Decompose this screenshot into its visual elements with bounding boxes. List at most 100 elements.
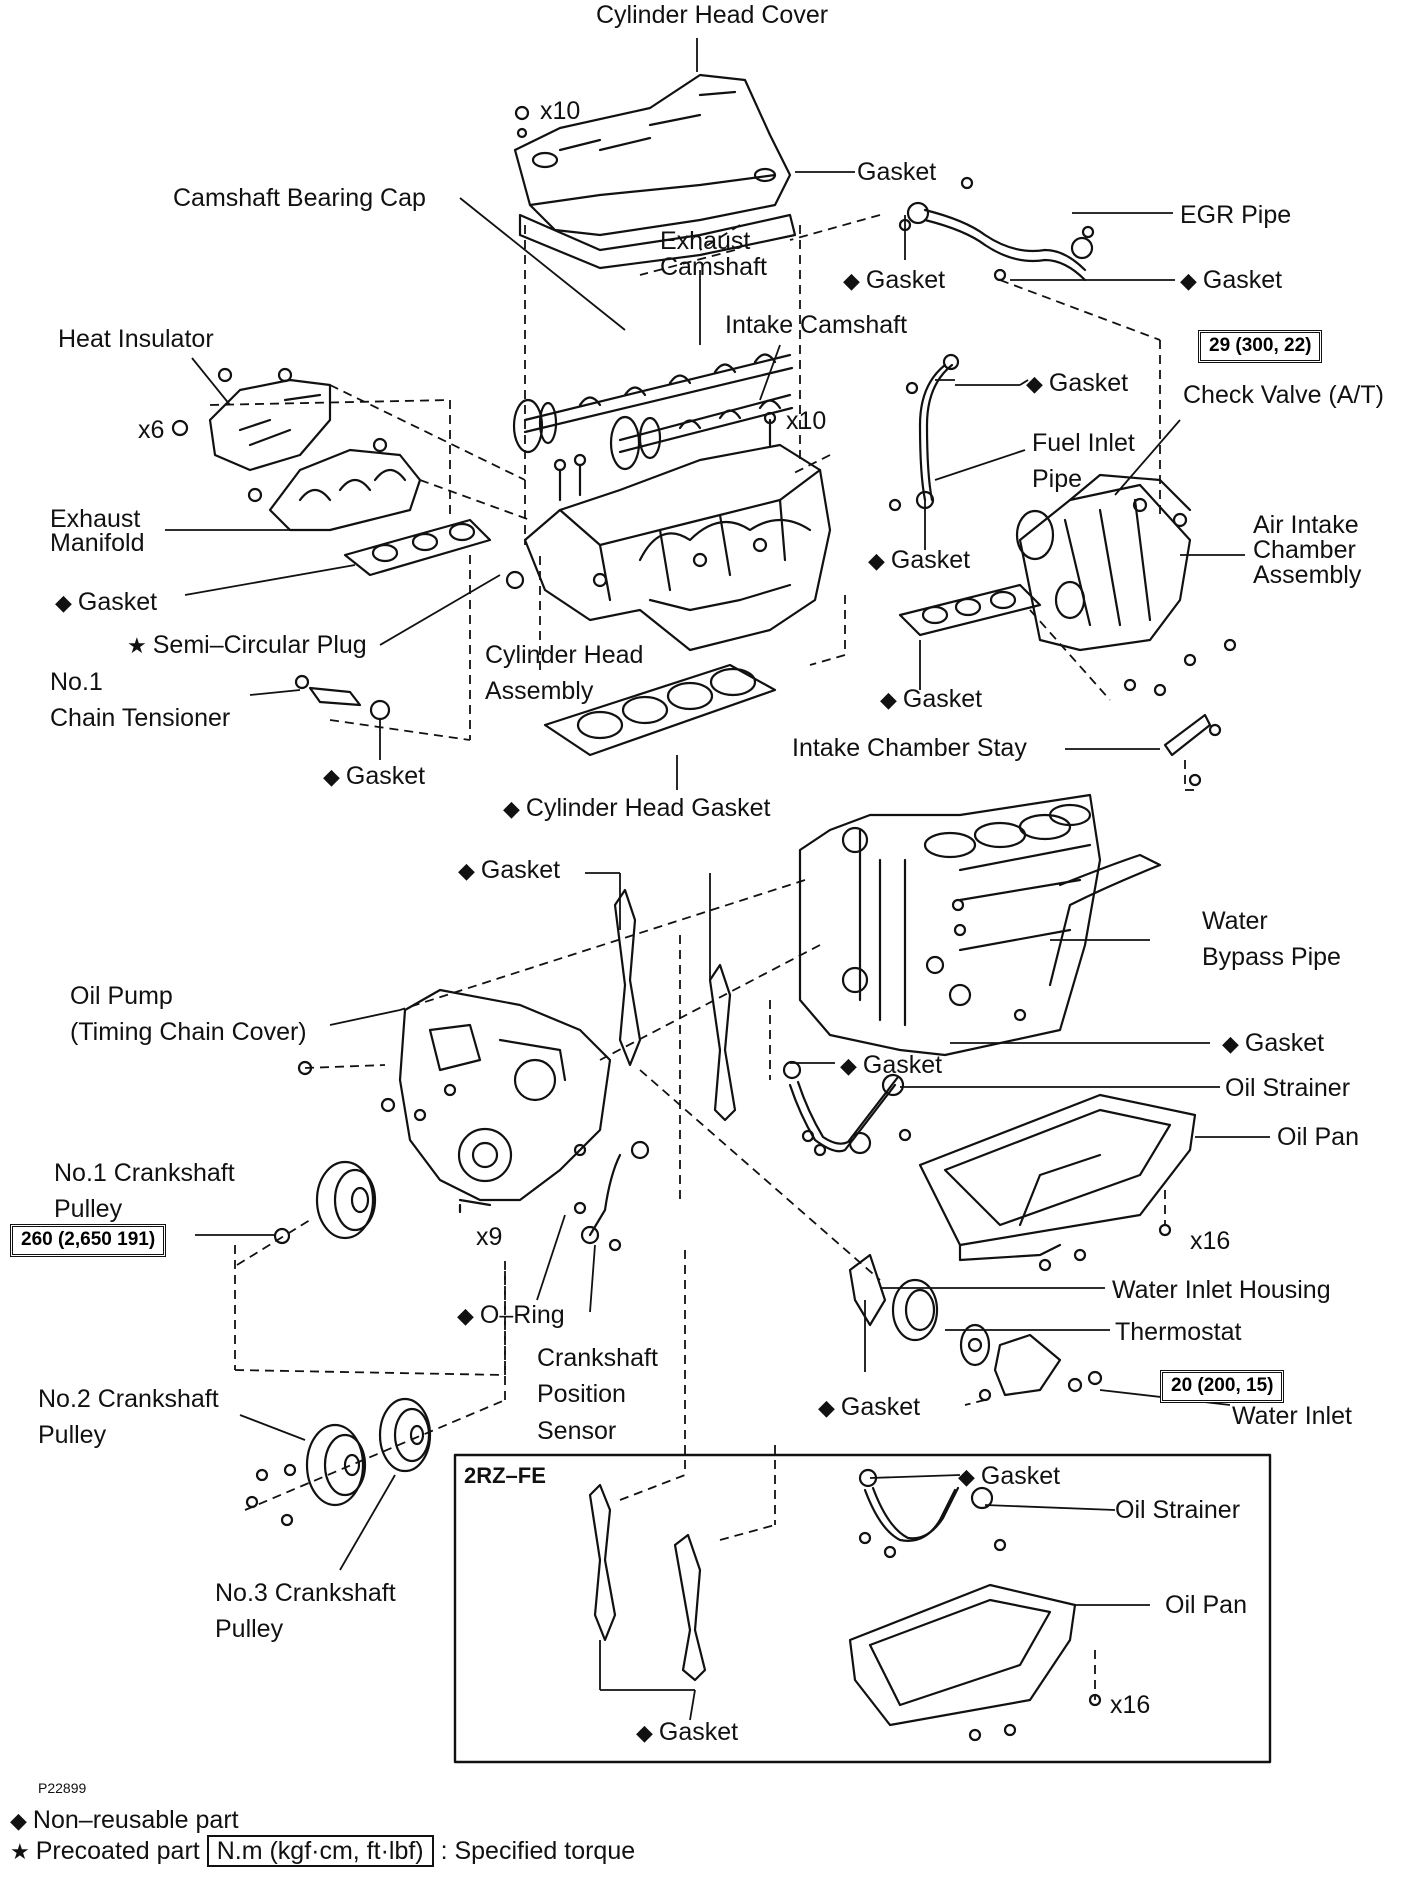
non-reusable-symbol: ◆ [818,1395,835,1420]
exhaust-manifold-label: Exhaust Manifold [50,505,145,557]
gasket-manifold-label: ◆Gasket [55,587,157,617]
oil-strainer-label: Oil Strainer [1225,1074,1351,1102]
gasket-block-label: ◆Gasket [1222,1028,1324,1058]
gasket-strainer-text: Gasket [862,1051,943,1079]
gasket-egr-left-label: ◆Gasket [843,265,945,295]
gasket-water-text: Gasket [840,1393,921,1421]
cylinder-head-gasket-label: ◆Cylinder Head Gasket [503,793,770,823]
x10-top-label: x10 [540,97,581,125]
non-reusable-symbol: ◆ [323,764,340,789]
water-bypass-pipe-label: Water Bypass Pipe [1202,907,1341,972]
no1-crankshaft-pulley-label: No.1 Crankshaft Pulley [54,1159,235,1224]
legend-precoated: ★Precoated part N.m (kgf·cm, ft·lbf) : S… [10,1835,636,1867]
gasket-2rz-strainer-label: ◆Gasket [958,1461,1060,1491]
cylinder-head-assembly-label: Cylinder Head Assembly [485,641,644,706]
variant-2rz-fe-title: 2RZ–FE [464,1463,546,1488]
gasket-intake-text: Gasket [902,685,983,713]
legend-torque-unit-box: N.m (kgf·cm, ft·lbf) [206,1835,434,1867]
fuel-inlet-pipe-label: Fuel Inlet Pipe [1032,429,1135,494]
oil-pan-drawing [918,1093,1197,1272]
no2-crankshaft-pulley-label: No.2 Crankshaft Pulley [38,1385,219,1450]
torque-egr-box: 29 (300, 22) [1198,330,1323,363]
camshafts-drawing [512,353,794,471]
non-reusable-symbol: ◆ [1222,1031,1239,1056]
gasket-timing-label: ◆Gasket [458,855,560,885]
oil-pump-drawing [297,988,612,1214]
intake-camshaft-label: Intake Camshaft [725,311,908,339]
cylinder-head-drawing [523,411,832,652]
legend-non-reusable-text: Non–reusable part [32,1806,239,1834]
x16-label: x16 [1190,1227,1231,1255]
x6-label: x6 [138,416,165,444]
crankshaft-position-sensor-label: Crankshaft Position Sensor [537,1344,658,1445]
non-reusable-symbol: ◆ [1026,371,1043,396]
figure-code: P22899 [38,1780,87,1796]
oil-pump-label: Oil Pump (Timing Chain Cover) [70,982,307,1047]
oil-pan-2rz-label: Oil Pan [1165,1591,1247,1619]
water-inlet-housing-label: Water Inlet Housing [1112,1276,1331,1304]
thermostat-label: Thermostat [1115,1318,1242,1346]
exhaust-camshaft-label: Exhaust Camshaft [660,227,767,282]
gasket-egr-right-label: ◆Gasket [1180,265,1282,295]
oil-pan-label: Oil Pan [1277,1123,1359,1151]
non-reusable-symbol: ◆ [503,796,520,821]
x16-2rz-label: x16 [1110,1691,1151,1719]
gasket-2rz-timing-text: Gasket [658,1718,739,1746]
o-ring-label: ◆O–Ring [457,1300,565,1330]
egr-pipe-label: EGR Pipe [1180,201,1292,229]
x10-head-label: x10 [786,407,827,435]
gasket-water-label: ◆Gasket [818,1392,920,1422]
gasket-2rz-timing-label: ◆Gasket [636,1717,738,1747]
air-intake-chamber-label: Air Intake Chamber Assembly [1253,511,1362,589]
gasket-manifold-text: Gasket [77,588,158,616]
cylinder-head-gasket-drawing [543,663,777,757]
o-ring-text: O–Ring [479,1301,565,1329]
non-reusable-symbol: ◆ [55,590,72,615]
legend-precoated-text: Precoated part [35,1837,200,1865]
gasket-egr-left-text: Gasket [865,266,946,294]
gasket-tensioner-label: ◆Gasket [323,761,425,791]
non-reusable-symbol: ◆ [457,1303,474,1328]
non-reusable-symbol: ◆ [10,1808,27,1833]
gasket-2rz-strainer-text: Gasket [980,1462,1061,1490]
non-reusable-symbol: ◆ [840,1053,857,1078]
gasket-strainer-label: ◆Gasket [840,1050,942,1080]
gasket-tensioner-text: Gasket [345,762,426,790]
precoated-symbol: ★ [127,633,147,658]
gasket-fuel-label: ◆Gasket [1026,368,1128,398]
torque-crank-box: 260 (2,650 191) [10,1224,167,1257]
non-reusable-symbol: ◆ [458,858,475,883]
gasket-cover-label: Gasket [857,158,937,186]
exhaust-manifold-drawing [247,437,422,532]
non-reusable-symbol: ◆ [880,687,897,712]
non-reusable-symbol: ◆ [958,1464,975,1489]
air-intake-chamber-drawing [1015,473,1237,697]
camshaft-bearing-cap-label: Camshaft Bearing Cap [173,184,426,212]
non-reusable-symbol: ◆ [1180,268,1197,293]
no3-crankshaft-pulley-label: No.3 Crankshaft Pulley [215,1579,396,1644]
semi-circular-plug-text: Semi–Circular Plug [152,631,367,659]
cylinder-head-cover-drawing [513,73,797,270]
non-reusable-symbol: ◆ [636,1720,653,1745]
gasket-block-text: Gasket [1244,1029,1325,1057]
water-inlet-label: Water Inlet [1232,1402,1352,1430]
semi-circular-plug-label: ★Semi–Circular Plug [127,630,367,660]
torque-water-inlet-box: 20 (200, 15) [1160,1370,1285,1403]
gasket-fuel-text: Gasket [1048,369,1129,397]
legend-torque-desc: : Specified torque [440,1837,636,1865]
x9-label: x9 [476,1223,503,1251]
gasket-fuel-lower-text: Gasket [890,546,971,574]
no1-chain-tensioner-label: No.1 Chain Tensioner [50,668,231,733]
heat-insulator-label: Heat Insulator [58,325,214,353]
cylinder-block-drawing [798,793,1162,1057]
oil-strainer-2rz-label: Oil Strainer [1115,1496,1241,1524]
cylinder-head-cover-label: Cylinder Head Cover [596,1,829,29]
non-reusable-symbol: ◆ [843,268,860,293]
legend-non-reusable: ◆Non–reusable part [10,1806,239,1835]
heat-insulator-drawing [171,367,332,472]
gasket-intake-label: ◆Gasket [880,684,982,714]
non-reusable-symbol: ◆ [868,548,885,573]
gasket-fuel-lower-label: ◆Gasket [868,545,970,575]
